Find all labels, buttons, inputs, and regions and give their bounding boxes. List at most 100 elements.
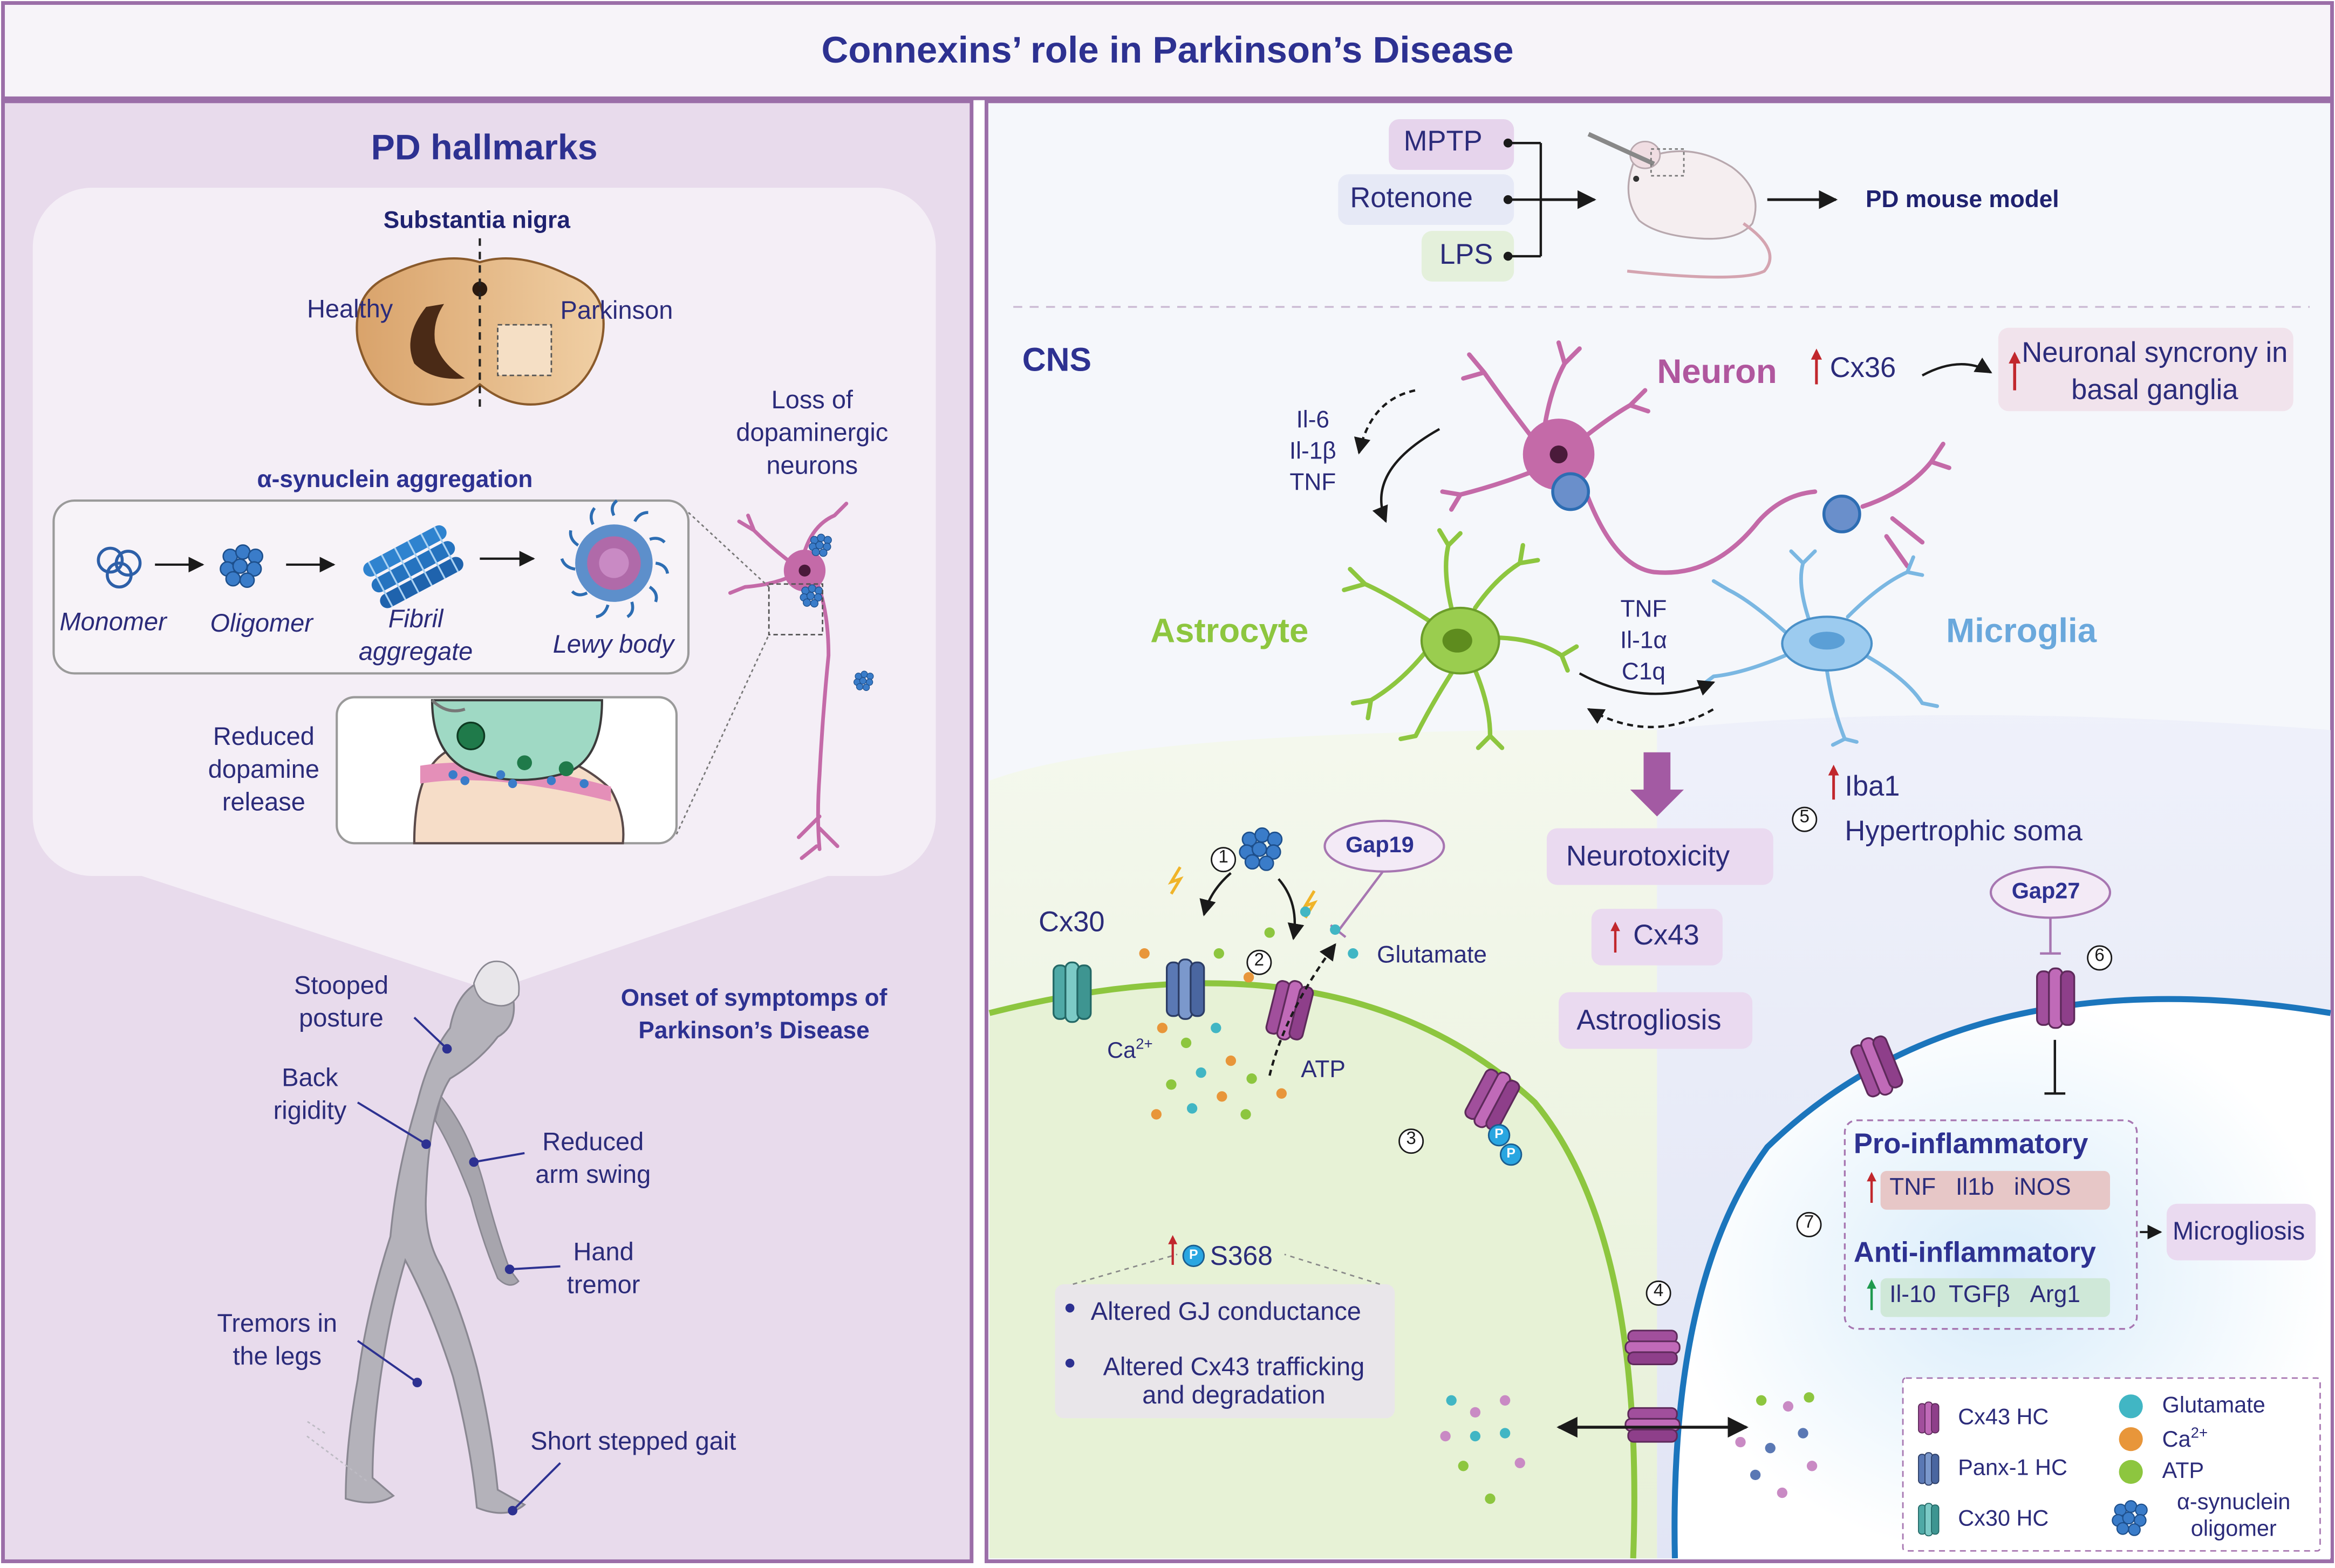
phospho-p-1: P <box>1494 1126 1504 1141</box>
lewy-body-icon <box>560 499 670 619</box>
mptp-label: MPTP <box>1403 126 1483 158</box>
step-4: 4 <box>1653 1279 1664 1301</box>
astrogliosis-label: Astrogliosis <box>1576 1005 1722 1037</box>
human-figure <box>306 960 527 1514</box>
altered-gj-label: Altered GJ conductance <box>1090 1297 1361 1326</box>
legend-panx1: Panx-1 HC <box>1958 1455 2067 1481</box>
legend-box <box>1902 1377 2321 1552</box>
pill-syncrony <box>1998 327 2293 412</box>
title-band <box>1 1 2334 100</box>
substantia-nigra <box>356 238 605 412</box>
anti-inflammatory-title: Anti-inflammatory <box>1853 1238 2096 1270</box>
legend-ca-dot <box>2119 1427 2143 1451</box>
neuron-zoom-box <box>768 583 824 635</box>
pill-mptp <box>1389 119 1514 170</box>
microgliosis-label: Microgliosis <box>2172 1217 2305 1246</box>
aqueduct <box>472 282 488 297</box>
reduced-dopamine-label: Reduced dopamine release <box>208 722 319 817</box>
legend-cx30-icon <box>1917 1503 1940 1537</box>
synapse-illustration <box>413 699 625 845</box>
step-3: 3 <box>1406 1127 1416 1149</box>
hypertrophic-label: Hypertrophic soma <box>1845 816 2083 848</box>
gap19-badge <box>1323 819 1445 873</box>
arrow-neuron-astrocyte <box>1372 428 1440 523</box>
ca-label: Ca2+ <box>1107 1037 1153 1064</box>
parkinson-zoom-box <box>497 324 552 376</box>
symptom-pointers <box>357 1017 561 1516</box>
cns-label: CNS <box>1022 341 1092 379</box>
symptom-stooped: Stooped posture <box>294 971 388 1033</box>
toxin-bracket <box>1503 138 1542 261</box>
zoom-line-2 <box>675 634 770 835</box>
neurotoxicity-label: Neurotoxicity <box>1566 841 1730 873</box>
lps-label: LPS <box>1439 239 1493 271</box>
oligomer-arrow-1 <box>1199 872 1232 916</box>
pro-inflammatory-bar <box>1880 1170 2110 1210</box>
gap27-inhibition <box>2040 917 2061 955</box>
substantia-nigra-label: Substantia nigra <box>383 208 570 234</box>
zoom-line-1 <box>688 512 770 588</box>
lightning-1 <box>1168 866 1184 895</box>
legend-ca: Ca2+ <box>2162 1426 2208 1453</box>
glutamate-label: Glutamate <box>1377 943 1487 969</box>
legend-panx1-icon <box>1917 1452 1940 1486</box>
synuclein-title: α-synuclein aggregation <box>257 468 533 494</box>
ca-superscript: 2+ <box>1136 1037 1153 1053</box>
microglia-label: Microglia <box>1946 611 2097 650</box>
ca-text: Ca <box>1107 1038 1136 1064</box>
pill-astrogliosis <box>1559 992 1753 1049</box>
pd-model-label: PD mouse model <box>1866 188 2059 213</box>
glia-cytokines: TNF Il-1α C1q <box>1620 597 1667 686</box>
loss-neurons-label: Loss of dopaminergic neurons <box>736 386 889 480</box>
fibril-aggregate-icon <box>363 525 463 608</box>
arrow-microglia-astrocyte <box>1587 708 1715 729</box>
panx1-channel <box>1165 958 1205 1020</box>
microglia-membrane <box>1671 996 2331 1559</box>
cx43-up-label: Cx43 <box>1633 920 1699 952</box>
arrow-astrocyte-neuron <box>1354 389 1416 455</box>
lewy-label: Lewy body <box>552 630 674 659</box>
symptom-gait: Short stepped gait <box>530 1427 736 1456</box>
onset-label: Onset of symptomps of Parkinson’s Diseas… <box>620 986 887 1045</box>
cx30-label: Cx30 <box>1039 907 1105 939</box>
cx43-channel-micro-2 <box>2036 967 2075 1029</box>
cns-neuron-nucleus <box>1549 445 1568 463</box>
inflammatory-box <box>1844 1119 2138 1330</box>
rotenone-label: Rotenone <box>1350 183 1473 215</box>
pill-cx43 <box>1591 908 1723 966</box>
pill-microgliosis <box>2166 1203 2316 1261</box>
neurotoxicity-arrow <box>1630 752 1684 817</box>
legend-glutamate: Glutamate <box>2162 1393 2265 1419</box>
legend-cx43-icon <box>1917 1401 1940 1435</box>
astrocyte-nucleus <box>1442 628 1472 653</box>
iba1-label: Iba1 <box>1845 771 1900 803</box>
parkinson-label: Parkinson <box>560 296 673 325</box>
legend-ca-text: Ca <box>2162 1427 2191 1453</box>
anti-inflammatory-bar <box>1880 1278 2110 1317</box>
symptom-tremor: Hand tremor <box>566 1238 640 1299</box>
altered-traffic-label: Altered Cx43 trafficking and degradation <box>1103 1352 1365 1409</box>
symptom-back: Back rigidity <box>273 1064 347 1125</box>
healthy-label: Healthy <box>306 295 393 324</box>
gap-junction-lower <box>1626 1408 1679 1442</box>
step-markers <box>1211 806 2113 1306</box>
legend-cx30: Cx30 HC <box>1958 1506 2049 1532</box>
neuron-label: Neuron <box>1657 351 1777 391</box>
hallmarks-title: PD hallmarks <box>371 128 598 169</box>
symptom-legs: Tremors in the legs <box>217 1309 338 1371</box>
neuron-nucleus <box>798 564 811 577</box>
phospho-badges <box>1487 1124 1522 1166</box>
legend-ca-superscript: 2+ <box>2190 1426 2208 1442</box>
bullet-2 <box>1065 1358 1075 1368</box>
s368-phospho <box>1182 1244 1205 1268</box>
s368-label: S368 <box>1210 1241 1273 1271</box>
arrow-cx36-syncrony <box>1921 357 1992 376</box>
mouse-icon <box>1587 132 1772 279</box>
legend-cx43: Cx43 HC <box>1958 1405 2049 1430</box>
astrocyte-label: Astrocyte <box>1150 611 1309 650</box>
card-funnel <box>119 868 850 991</box>
pill-rotenone <box>1338 174 1514 225</box>
s368-box <box>1055 1284 1395 1419</box>
